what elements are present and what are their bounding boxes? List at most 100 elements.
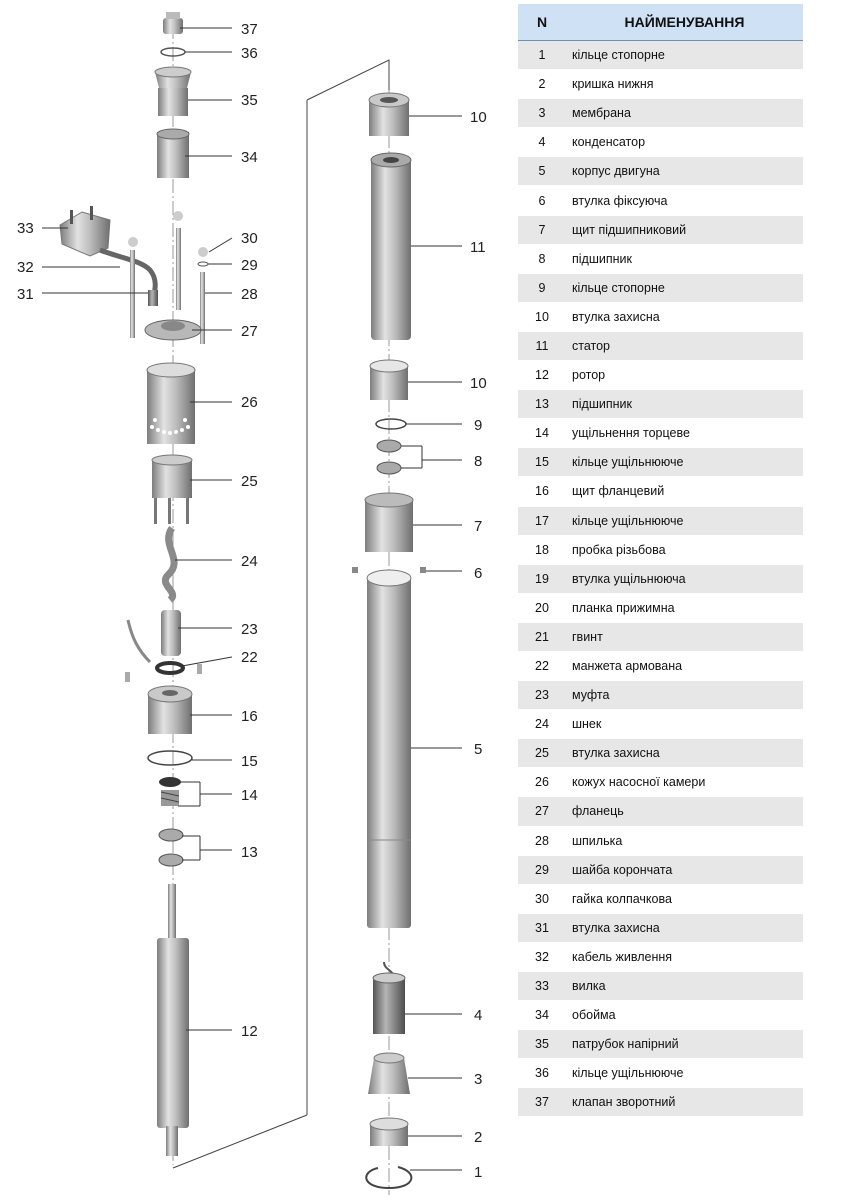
part-number-cell: 16 xyxy=(518,477,566,507)
bearing-8-part xyxy=(376,439,402,475)
part-name-cell: щит фланцевий xyxy=(566,477,803,507)
motor-housing-part xyxy=(366,569,412,928)
part-name-cell: шайба корончата xyxy=(566,855,803,885)
callout-10-bottom: 10 xyxy=(470,375,487,392)
callout-36: 36 xyxy=(241,45,258,62)
part-number-cell: 9 xyxy=(518,273,566,303)
part-number-cell: 28 xyxy=(518,826,566,856)
callout-26: 26 xyxy=(241,394,258,411)
part-name-cell: кільце стопорне xyxy=(566,41,803,71)
callout-4: 4 xyxy=(474,1007,482,1024)
parts-table-header-row: N НАЙМЕНУВАННЯ xyxy=(518,4,803,41)
cap-nut-30-part xyxy=(198,247,208,257)
part-number-cell: 30 xyxy=(518,884,566,914)
part-number-cell: 13 xyxy=(518,390,566,420)
leader-lines xyxy=(42,27,462,1171)
part-number-cell: 24 xyxy=(518,710,566,740)
callout-12: 12 xyxy=(241,1023,258,1040)
callout-15: 15 xyxy=(241,753,258,770)
part-name-cell: фланець xyxy=(566,797,803,827)
flange-part xyxy=(144,319,202,341)
part-number-cell: 27 xyxy=(518,797,566,827)
pump-chamber-housing-part xyxy=(146,362,196,444)
part-name-cell: клапан зворотний xyxy=(566,1088,803,1118)
callout-34: 34 xyxy=(241,149,258,166)
part-number-cell: 1 xyxy=(518,41,566,71)
part-number-cell: 21 xyxy=(518,622,566,652)
part-name-cell: підшипник xyxy=(566,390,803,420)
stud-right-part xyxy=(200,272,205,344)
callout-30: 30 xyxy=(241,230,258,247)
part-number-cell: 18 xyxy=(518,535,566,565)
part-name-cell: ущільнення торцеве xyxy=(566,419,803,449)
callout-14: 14 xyxy=(241,787,258,804)
part-number-cell: 25 xyxy=(518,739,566,769)
part-name-cell: кожух насосної камери xyxy=(566,768,803,798)
connector-line xyxy=(306,59,390,101)
coupling-part xyxy=(161,610,181,656)
connector-line-bottom xyxy=(172,1114,308,1169)
part-number-cell: 6 xyxy=(518,186,566,216)
stator-part xyxy=(370,152,412,340)
part-number-cell: 5 xyxy=(518,157,566,187)
part-number-cell: 31 xyxy=(518,913,566,943)
callout-31: 31 xyxy=(17,286,34,303)
part-name-cell: втулка захисна xyxy=(566,739,803,769)
part-name-cell: патрубок напірний xyxy=(566,1030,803,1060)
flange-shield-part xyxy=(147,685,193,734)
callout-5: 5 xyxy=(474,741,482,758)
part-number-cell: 4 xyxy=(518,128,566,158)
auger-part xyxy=(162,525,178,603)
part-number-cell: 8 xyxy=(518,244,566,274)
callout-2: 2 xyxy=(474,1129,482,1146)
fixing-sleeve-right-part xyxy=(420,567,426,573)
callout-24: 24 xyxy=(241,553,258,570)
callout-28: 28 xyxy=(241,286,258,303)
callout-3: 3 xyxy=(474,1071,482,1088)
callout-16: 16 xyxy=(241,708,258,725)
cuff-part xyxy=(155,661,185,675)
callout-10-top: 10 xyxy=(470,109,487,126)
part-name-cell: кришка нижня xyxy=(566,70,803,100)
part-name-cell: кільце ущільнююче xyxy=(566,1059,803,1089)
rotor-part xyxy=(157,884,189,1156)
protective-sleeve-10-bottom-part xyxy=(369,359,409,400)
part-number-cell: 20 xyxy=(518,593,566,623)
part-number-cell: 10 xyxy=(518,302,566,332)
lower-cover-part xyxy=(369,1117,409,1146)
part-number-cell: 7 xyxy=(518,215,566,245)
part-number-cell: 3 xyxy=(518,99,566,129)
pressure-nozzle-part xyxy=(154,66,192,116)
bearing-shield-part xyxy=(364,492,414,552)
part-name-cell: підшипник xyxy=(566,244,803,274)
part-name-cell: шпилька xyxy=(566,826,803,856)
protective-sleeve-25-part xyxy=(151,454,193,524)
part-number-cell: 17 xyxy=(518,506,566,536)
part-name-cell: ротор xyxy=(566,361,803,391)
retaining-ring-1-part xyxy=(365,1166,413,1190)
part-number-cell: 37 xyxy=(518,1088,566,1118)
part-name-cell: манжета армована xyxy=(566,651,803,682)
part-name-cell: кільце ущільнююче xyxy=(566,506,803,536)
